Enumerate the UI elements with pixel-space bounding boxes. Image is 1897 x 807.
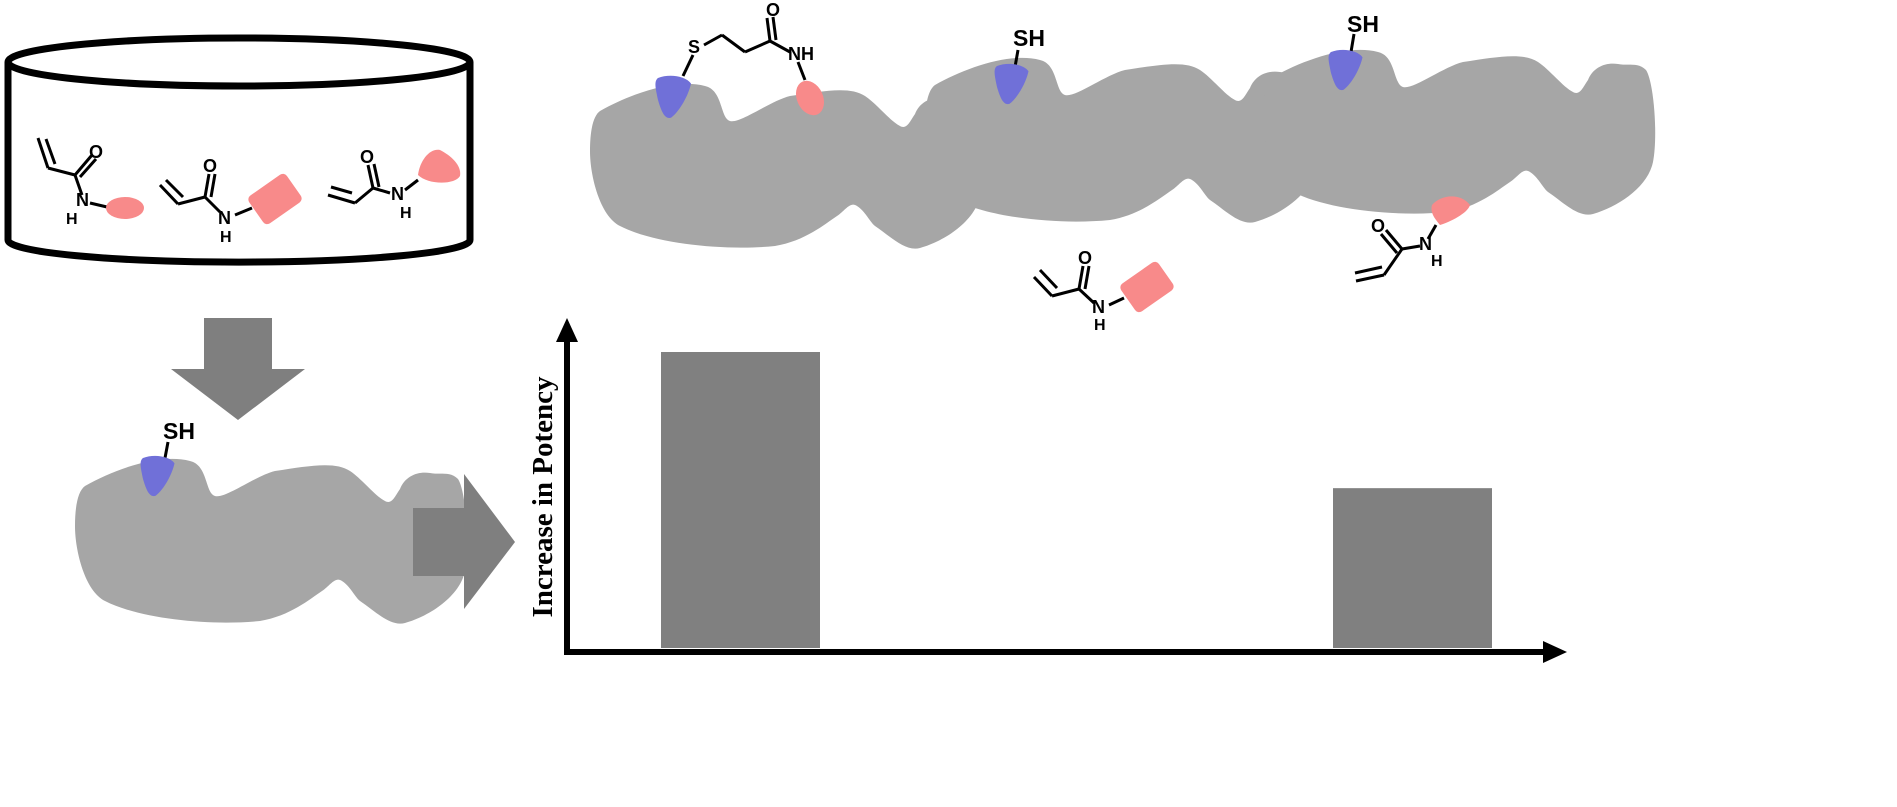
fragment-3-nitrogen: N	[391, 184, 404, 204]
scenario-3-nitrogen: N	[1419, 234, 1432, 254]
fragment-2-oxygen: O	[203, 156, 217, 176]
scenario-3-oxygen: O	[1371, 216, 1385, 236]
scenario-3-fragment-bonds	[1354, 224, 1438, 283]
fragment-3-hydrogen: H	[400, 205, 412, 222]
fragment-2-hydrogen: H	[220, 229, 232, 246]
scenario-1-sulfur: S	[688, 37, 700, 57]
fragment-1-group	[106, 197, 144, 219]
target-cysteine-bond	[163, 441, 170, 459]
y-axis-label: Increase in Potency	[527, 376, 559, 618]
target-thiol-label: SH	[163, 418, 195, 444]
bar-3	[1333, 488, 1492, 648]
scenario-tethered-complex: S O NH	[590, 0, 983, 249]
scenario-2-hydrogen: H	[1094, 317, 1106, 334]
scenario-unbound-fragment: SH O N H	[925, 25, 1318, 334]
scenario-2-thiol-label: SH	[1013, 25, 1045, 51]
scenario-2-fragment-group	[1120, 261, 1174, 313]
scenario-3-protein	[1263, 49, 1656, 215]
target-protein-body	[75, 458, 468, 624]
fragment-2-nitrogen: N	[218, 208, 231, 228]
right-arrow	[413, 474, 515, 609]
scenario-2-protein	[925, 57, 1318, 223]
fragment-3-oxygen: O	[360, 147, 374, 167]
scenario-1-oxygen: O	[766, 0, 780, 20]
scenario-2-fragment-bonds	[1032, 265, 1125, 307]
scenario-1-protein	[590, 83, 983, 249]
fragment-library-well: O N H O N H O N H	[4, 34, 474, 266]
down-arrow	[171, 318, 305, 420]
library-fragment-3	[327, 163, 419, 205]
scenario-2-cysteine-bond	[1013, 49, 1020, 68]
scenario-1-fragment	[795, 80, 825, 116]
fragment-2-group	[248, 173, 302, 225]
scenario-3-cysteine-bond	[1349, 33, 1356, 53]
scenario-2-nitrogen: N	[1092, 297, 1105, 317]
library-fragment-1	[36, 137, 108, 209]
scenario-3-hydrogen: H	[1431, 253, 1443, 270]
scenario-1-amide-nh: NH	[788, 44, 814, 64]
library-fragment-2	[158, 173, 253, 217]
scenario-2-oxygen: O	[1078, 248, 1092, 268]
fragment-1-hydrogen: H	[66, 211, 78, 228]
scenario-distal-fragment: SH O N H	[1263, 11, 1656, 283]
target-protein: SH	[75, 418, 468, 624]
x-axis-arrowhead	[1543, 641, 1567, 663]
fragment-1-oxygen: O	[89, 142, 103, 162]
bar-1	[661, 352, 820, 648]
y-axis-arrowhead	[556, 318, 578, 342]
potency-bar-chart: Increase in Potency	[527, 318, 1567, 663]
scenario-1-linker	[681, 16, 807, 81]
fragment-3-group	[418, 149, 461, 183]
scenario-3-fragment-group	[1431, 196, 1470, 225]
scenario-3-thiol-label: SH	[1347, 11, 1379, 37]
fragment-1-nitrogen: N	[76, 190, 89, 210]
